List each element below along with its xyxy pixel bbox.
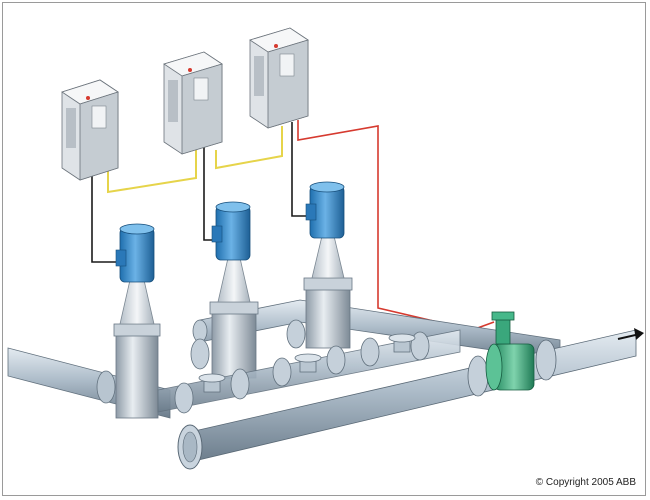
signal-wire-2: [215, 126, 283, 170]
discharge-connectors: [157, 329, 461, 414]
wiring: [91, 120, 495, 331]
flow-sensor: [485, 311, 535, 391]
pump-1: [113, 223, 161, 419]
drive-3: [249, 27, 309, 129]
flow-arrow-icon: [617, 328, 644, 340]
drive-2: [163, 51, 223, 155]
drive-1: [61, 79, 119, 181]
pump-2: [190, 201, 259, 379]
copyright-notice: © Copyright 2005 ABB: [535, 477, 636, 488]
signal-wire-1: [107, 150, 197, 194]
power-cable-1: [91, 172, 122, 263]
pump-3: [286, 181, 353, 349]
